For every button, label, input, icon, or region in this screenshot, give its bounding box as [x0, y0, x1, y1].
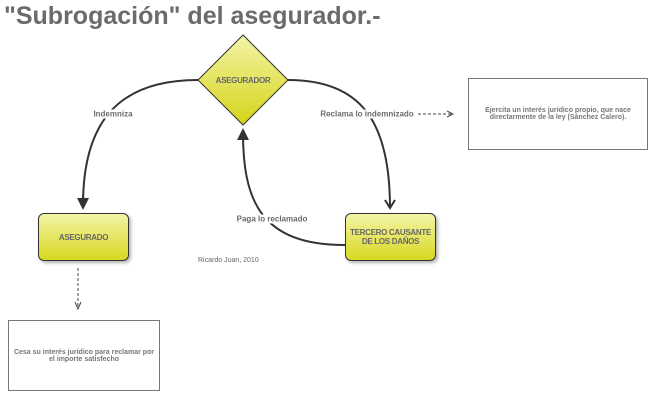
label-indemniza: Indemniza [92, 109, 134, 119]
node-asegurador[interactable]: ASEGURADOR [215, 75, 271, 85]
note-asegurador: Ejercita un interés jurídico propio, que… [468, 78, 648, 150]
page-title: "Subrogación" del asegurador.- [4, 2, 381, 30]
node-asegurado[interactable]: ASEGURADO [38, 213, 129, 261]
edge-reclama [287, 79, 391, 209]
edge-indemniza [82, 79, 199, 206]
label-paga: Paga lo reclamado [235, 214, 309, 224]
edge-paga [242, 131, 346, 246]
note-asegurado: Cesa su interés jurídico para reclamar p… [8, 320, 160, 391]
credit: Ricardo Juan, 2010 [198, 257, 259, 264]
asegurador-diamond [197, 34, 289, 126]
node-tercero[interactable]: TERCERO CAUSANTE DE LOS DAÑOS [345, 213, 436, 261]
label-reclama: Reclama lo indemnizado [319, 109, 415, 119]
